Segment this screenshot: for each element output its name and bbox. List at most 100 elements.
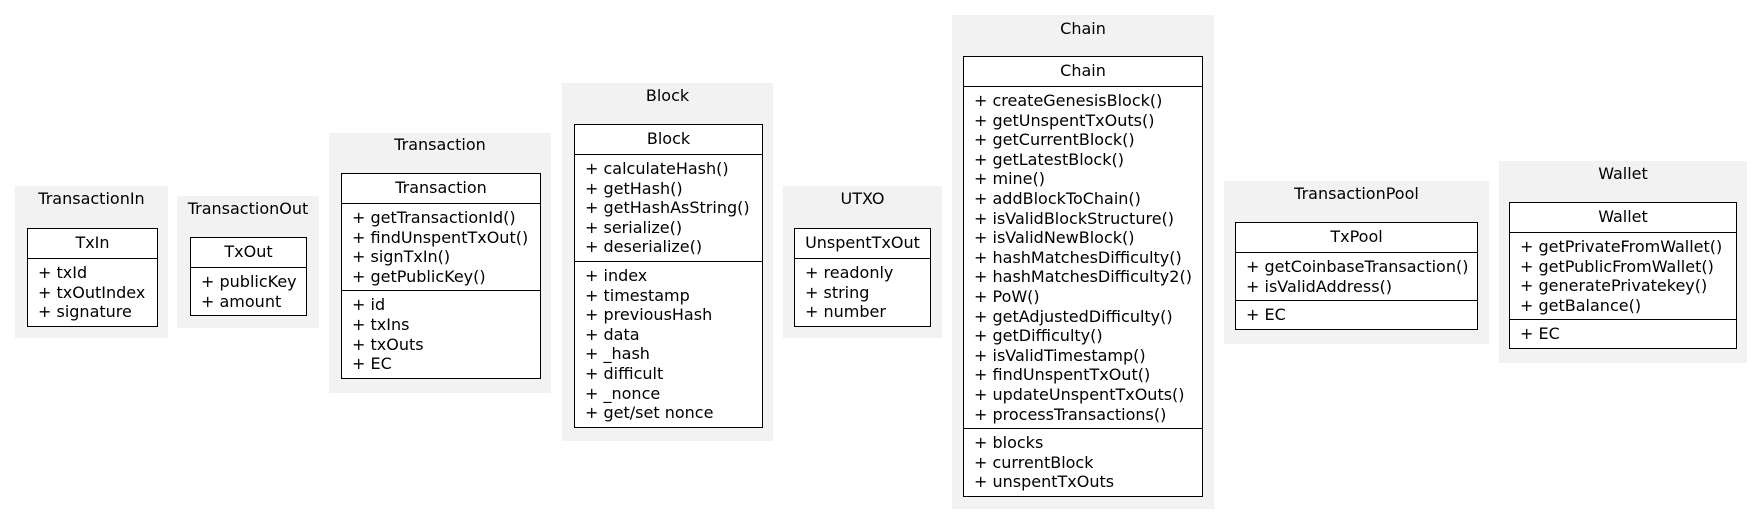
method-item: + getBalance() bbox=[1520, 295, 1642, 315]
class-name: Transaction bbox=[342, 174, 540, 204]
attributes-section: + EC bbox=[1236, 300, 1477, 329]
method-item: + getLatestBlock() bbox=[974, 149, 1124, 169]
package-title: UTXO bbox=[840, 189, 885, 208]
method-item: + mine() bbox=[974, 169, 1045, 189]
methods-section: + calculateHash()+ getHash()+ getHashAsS… bbox=[575, 155, 762, 261]
attribute-item: + timestamp bbox=[585, 285, 690, 305]
package-title: TransactionIn bbox=[38, 189, 145, 208]
method-item: + getDifficulty() bbox=[974, 326, 1103, 346]
package-block: Block Block + calculateHash()+ getHash()… bbox=[562, 83, 773, 441]
methods-section: + getPrivateFromWallet()+ getPublicFromW… bbox=[1510, 233, 1736, 319]
attribute-item: + _nonce bbox=[585, 383, 661, 403]
method-item: + generatePrivatekey() bbox=[1520, 276, 1708, 296]
method-item: + getHash() bbox=[585, 178, 683, 198]
method-item: + calculateHash() bbox=[585, 159, 729, 178]
attributes-section: + id+ txIns+ txOuts+ EC bbox=[342, 290, 540, 377]
method-item: + getHashAsString() bbox=[585, 198, 750, 218]
class-name: TxOut bbox=[191, 238, 306, 268]
package-transactionpool: TransactionPool TxPool + getCoinbaseTran… bbox=[1224, 181, 1489, 344]
attribute-item: + signature bbox=[38, 302, 132, 322]
method-item: + addBlockToChain() bbox=[974, 188, 1141, 208]
class-unspenttxout: UnspentTxOut + readonly+ string+ number bbox=[794, 228, 931, 327]
method-item: + findUnspentTxOut() bbox=[352, 227, 529, 247]
attribute-item: + currentBlock bbox=[974, 452, 1094, 472]
class-txout: TxOut + publicKey+ amount bbox=[190, 237, 307, 317]
package-transaction: Transaction Transaction + getTransaction… bbox=[329, 133, 551, 393]
method-item: + getUnspentTxOuts() bbox=[974, 110, 1155, 130]
package-transactionout: TransactionOut TxOut + publicKey+ amount bbox=[177, 196, 319, 328]
class-txin: TxIn + txId+ txOutIndex+ signature bbox=[27, 228, 158, 327]
attribute-item: + id bbox=[352, 295, 386, 315]
package-title: Wallet bbox=[1598, 164, 1648, 183]
method-item: + getCoinbaseTransaction() bbox=[1246, 257, 1469, 276]
method-item: + getPrivateFromWallet() bbox=[1520, 237, 1723, 256]
package-utxo: UTXO UnspentTxOut + readonly+ string+ nu… bbox=[783, 186, 942, 338]
attribute-item: + _hash bbox=[585, 344, 650, 364]
attribute-item: + publicKey bbox=[201, 272, 297, 291]
method-item: + PoW() bbox=[974, 286, 1040, 306]
attributes-section: + publicKey+ amount bbox=[191, 268, 306, 315]
class-name: Chain bbox=[964, 57, 1202, 87]
method-item: + getTransactionId() bbox=[352, 208, 516, 227]
attribute-item: + EC bbox=[1520, 324, 1560, 344]
attributes-section: + index+ timestamp+ previousHash+ data+ … bbox=[575, 260, 762, 427]
attribute-item: + blocks bbox=[974, 433, 1044, 453]
attribute-item: + EC bbox=[352, 354, 392, 374]
package-transactionin: TransactionIn TxIn + txId+ txOutIndex+ s… bbox=[15, 186, 168, 338]
methods-section: + createGenesisBlock()+ getUnspentTxOuts… bbox=[964, 87, 1202, 428]
attribute-item: + number bbox=[805, 302, 886, 322]
attributes-section: + txId+ txOutIndex+ signature bbox=[28, 259, 157, 326]
method-item: + hashMatchesDifficulty2() bbox=[974, 267, 1192, 287]
attributes-section: + blocks+ currentBlock+ unspentTxOuts bbox=[964, 428, 1202, 496]
attribute-item: + amount bbox=[201, 291, 282, 311]
method-item: + getPublicFromWallet() bbox=[1520, 256, 1714, 276]
package-title: Transaction bbox=[394, 135, 486, 154]
method-item: + createGenesisBlock() bbox=[974, 91, 1163, 110]
attribute-item: + txId bbox=[38, 263, 88, 282]
attributes-section: + EC bbox=[1510, 319, 1736, 348]
method-item: + processTransactions() bbox=[974, 404, 1167, 424]
method-item: + updateUnspentTxOuts() bbox=[974, 384, 1185, 404]
attribute-item: + EC bbox=[1246, 305, 1286, 325]
attribute-item: + previousHash bbox=[585, 305, 713, 325]
method-item: + getAdjustedDifficulty() bbox=[974, 306, 1173, 326]
method-item: + isValidAddress() bbox=[1246, 276, 1393, 296]
methods-section: + getTransactionId()+ findUnspentTxOut()… bbox=[342, 204, 540, 290]
method-item: + getPublicKey() bbox=[352, 266, 486, 286]
method-item: + serialize() bbox=[585, 217, 683, 237]
attribute-item: + txOutIndex bbox=[38, 282, 146, 302]
class-name: TxIn bbox=[28, 229, 157, 259]
package-wallet: Wallet Wallet + getPrivateFromWallet()+ … bbox=[1499, 161, 1747, 363]
attribute-item: + unspentTxOuts bbox=[974, 472, 1115, 492]
class-transaction: Transaction + getTransactionId()+ findUn… bbox=[341, 173, 541, 379]
attributes-section: + readonly+ string+ number bbox=[795, 259, 930, 326]
package-title: Block bbox=[645, 86, 690, 105]
method-item: + getCurrentBlock() bbox=[974, 130, 1135, 150]
attribute-item: + txOuts bbox=[352, 334, 424, 354]
class-name: TxPool bbox=[1236, 223, 1477, 253]
attribute-item: + index bbox=[585, 265, 648, 285]
attribute-item: + get/set nonce bbox=[585, 403, 714, 423]
class-name: Block bbox=[575, 125, 762, 155]
method-item: + deserialize() bbox=[585, 237, 703, 257]
package-chain: Chain Chain + createGenesisBlock()+ getU… bbox=[952, 15, 1214, 509]
method-item: + signTxIn() bbox=[352, 247, 451, 267]
attribute-item: + readonly bbox=[805, 263, 894, 282]
class-txpool: TxPool + getCoinbaseTransaction()+ isVal… bbox=[1235, 222, 1478, 330]
class-name: UnspentTxOut bbox=[795, 229, 930, 259]
method-item: + findUnspentTxOut() bbox=[974, 365, 1151, 385]
method-item: + isValidBlockStructure() bbox=[974, 208, 1175, 228]
attribute-item: + string bbox=[805, 282, 870, 302]
class-chain: Chain + createGenesisBlock()+ getUnspent… bbox=[963, 56, 1203, 497]
method-item: + hashMatchesDifficulty() bbox=[974, 247, 1182, 267]
package-title: TransactionPool bbox=[1294, 184, 1419, 203]
methods-section: + getCoinbaseTransaction()+ isValidAddre… bbox=[1236, 253, 1477, 300]
package-title: Chain bbox=[1060, 19, 1106, 38]
class-name: Wallet bbox=[1510, 203, 1736, 233]
class-block: Block + calculateHash()+ getHash()+ getH… bbox=[574, 124, 763, 428]
package-title: TransactionOut bbox=[187, 199, 309, 218]
method-item: + isValidTimestamp() bbox=[974, 345, 1146, 365]
attribute-item: + difficult bbox=[585, 363, 664, 383]
method-item: + isValidNewBlock() bbox=[974, 228, 1135, 248]
attribute-item: + data bbox=[585, 324, 640, 344]
